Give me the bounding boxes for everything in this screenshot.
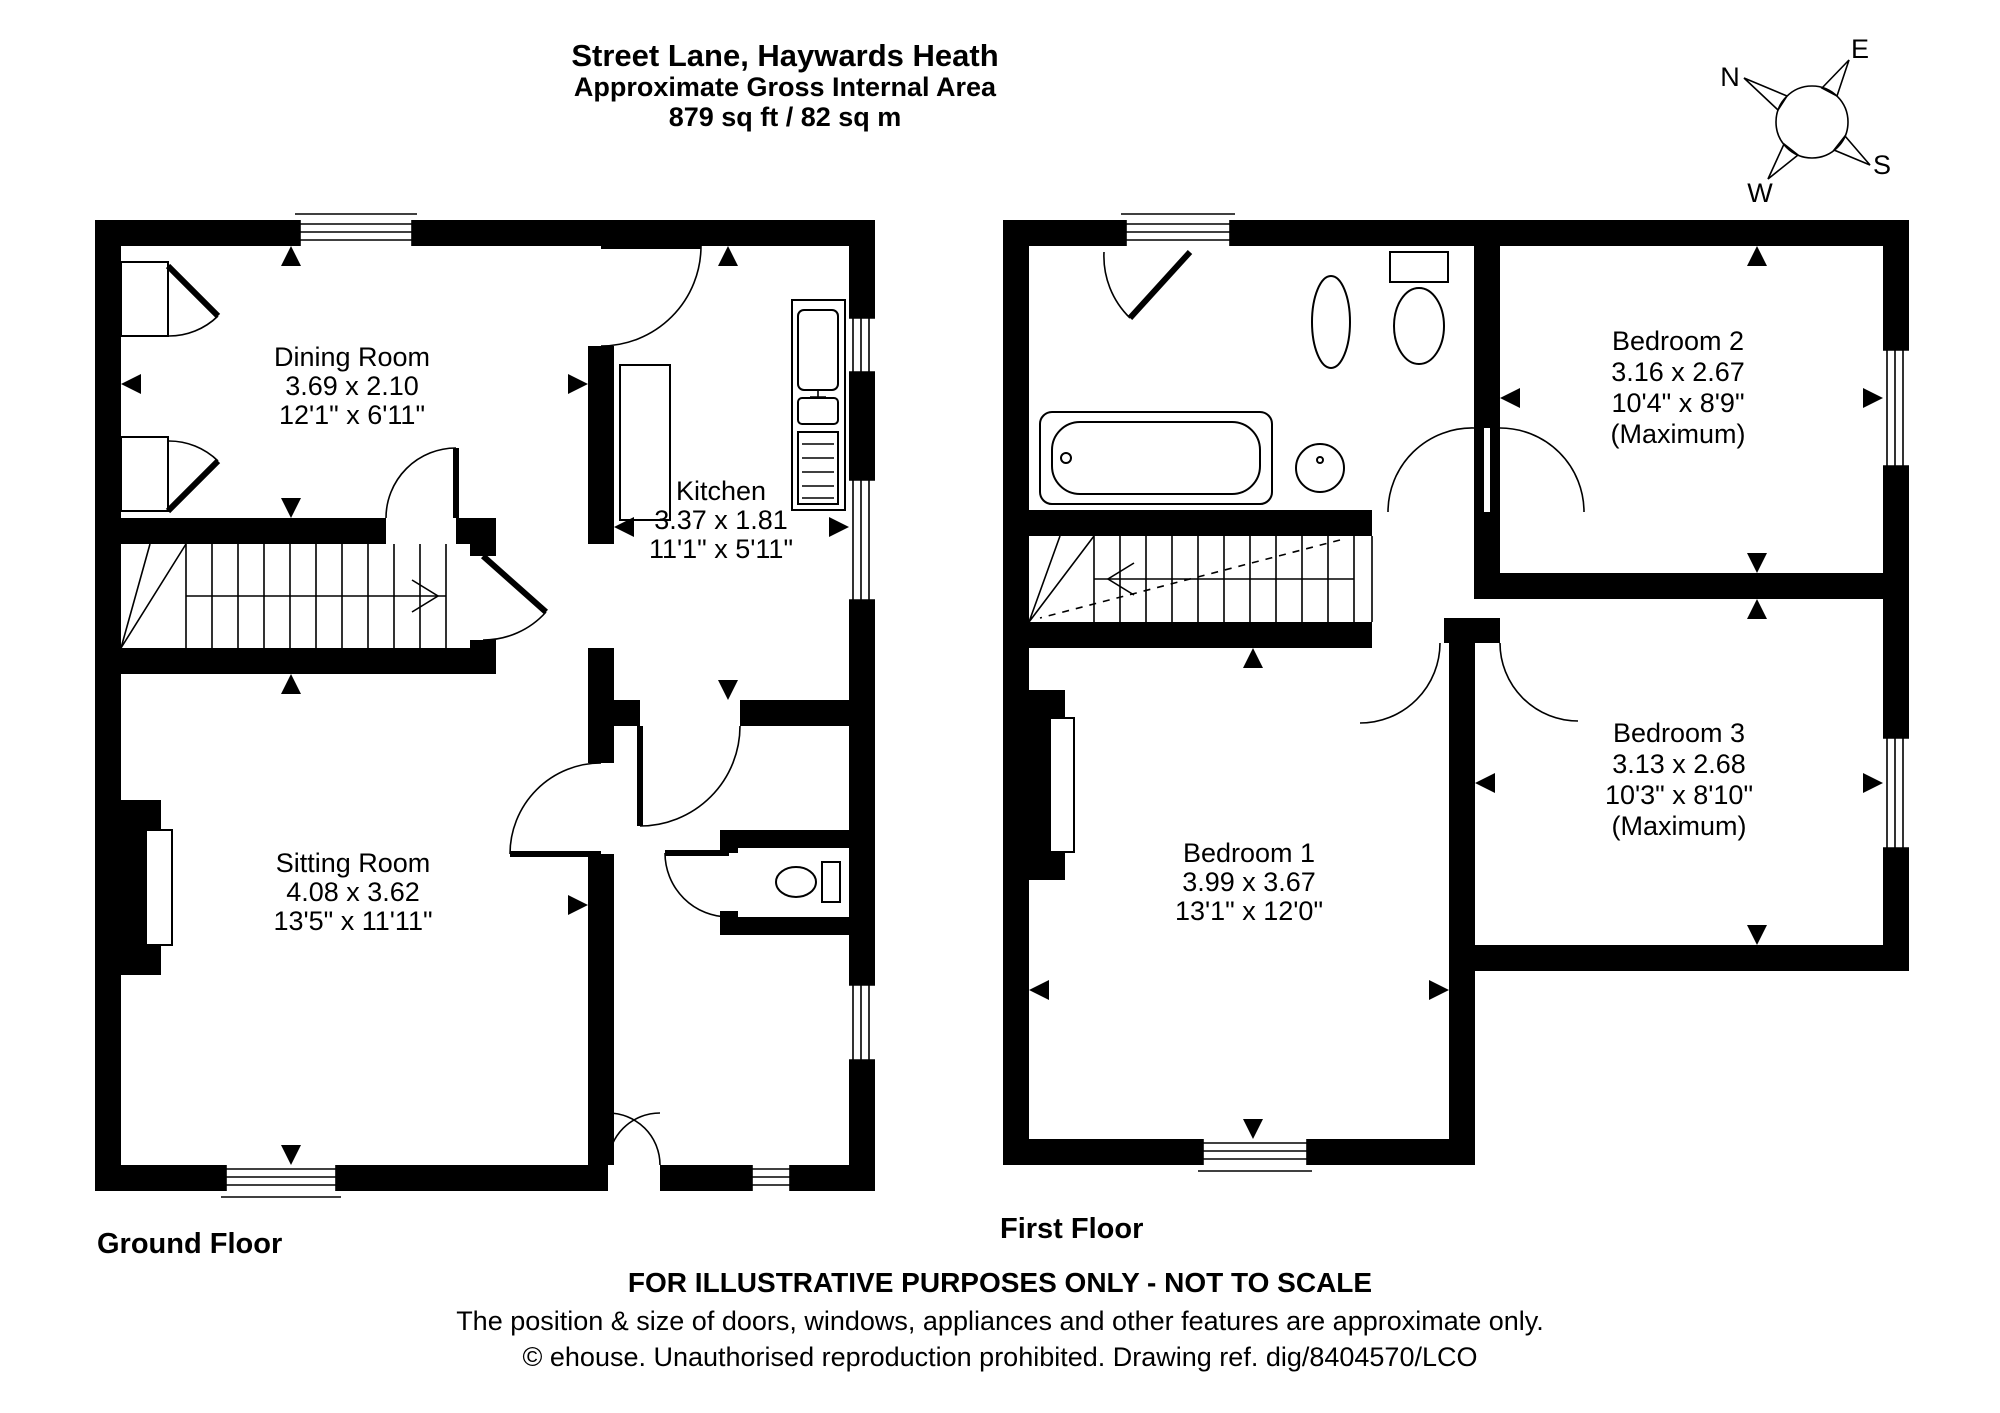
bedroom3-note: (Maximum) xyxy=(1612,811,1747,841)
first-fixtures xyxy=(1039,251,1463,1130)
first-outer-walls xyxy=(1003,220,1909,1165)
fireplace xyxy=(145,829,173,946)
ground-floor-label: Ground Floor xyxy=(97,1228,282,1260)
ground-windows xyxy=(221,213,875,1198)
dining-cupboard-bottom xyxy=(120,436,169,512)
dining-room-metric: 3.69 x 2.10 xyxy=(285,371,419,401)
compass-north-label: N xyxy=(1720,62,1740,92)
kitchen-sink-unit xyxy=(791,299,846,511)
compass-east-label: E xyxy=(1851,34,1869,64)
ground-doors xyxy=(120,243,741,1166)
kitchen-metric: 3.37 x 1.81 xyxy=(654,505,788,535)
page-title: Street Lane, Haywards Heath xyxy=(571,38,998,73)
header-block: Street Lane, Haywards Heath Approximate … xyxy=(571,38,998,132)
bedroom1-name: Bedroom 1 xyxy=(1183,838,1315,868)
footer-block: FOR ILLUSTRATIVE PURPOSES ONLY - NOT TO … xyxy=(456,1267,1544,1372)
first-internal-walls xyxy=(1003,246,1883,945)
bath xyxy=(1039,411,1273,505)
first-room-labels: Bedroom 1 3.99 x 3.67 13'1" x 12'0" Bedr… xyxy=(1175,326,1753,926)
dining-cupboard-top xyxy=(120,261,169,337)
first-windows xyxy=(1121,213,1909,1172)
ground-internal-walls xyxy=(95,246,849,1165)
ground-openings xyxy=(386,246,740,1191)
page-subtitle: Approximate Gross Internal Area xyxy=(574,72,997,102)
first-doors xyxy=(1103,249,1585,724)
bedroom1-imperial: 13'1" x 12'0" xyxy=(1175,896,1323,926)
bathroom-toilet xyxy=(1389,251,1449,365)
bedroom2-metric: 3.16 x 2.67 xyxy=(1611,357,1745,387)
bedroom1-metric: 3.99 x 3.67 xyxy=(1182,867,1316,897)
first-stairs xyxy=(1028,535,1373,623)
dining-room-imperial: 12'1" x 6'11" xyxy=(279,400,425,430)
bedroom2-imperial: 10'4" x 8'9" xyxy=(1611,388,1744,418)
first-floor-label: First Floor xyxy=(1000,1213,1143,1245)
footer-copyright: © ehouse. Unauthorised reproduction proh… xyxy=(523,1342,1478,1372)
ground-stairs xyxy=(120,543,447,649)
first-floor-plan: Bedroom 1 3.99 x 3.67 13'1" x 12'0" Bedr… xyxy=(1000,213,1909,1245)
compass-rose-icon: N E S W xyxy=(1720,34,1891,208)
bedroom3-name: Bedroom 3 xyxy=(1613,718,1745,748)
bedroom2-name: Bedroom 2 xyxy=(1612,326,1744,356)
footer-approximate-note: The position & size of doors, windows, a… xyxy=(456,1306,1544,1336)
compass-west-label: W xyxy=(1747,178,1773,208)
bedroom3-imperial: 10'3" x 8'10" xyxy=(1605,780,1753,810)
ground-fixtures xyxy=(145,299,846,946)
dining-room-name: Dining Room xyxy=(274,342,430,372)
bathroom-radiator xyxy=(1311,275,1351,369)
bedroom2-note: (Maximum) xyxy=(1611,419,1746,449)
sitting-room-imperial: 13'5" x 11'11" xyxy=(273,906,432,936)
kitchen-name: Kitchen xyxy=(676,476,766,506)
kitchen-imperial: 11'1" x 5'11" xyxy=(649,534,793,564)
ground-dimension-arrows xyxy=(121,246,849,1165)
page-area: 879 sq ft / 82 sq m xyxy=(669,102,902,132)
kitchen-counter xyxy=(619,364,671,521)
footer-disclaimer: FOR ILLUSTRATIVE PURPOSES ONLY - NOT TO … xyxy=(628,1267,1372,1298)
compass-south-label: S xyxy=(1873,150,1891,180)
first-dimension-arrows xyxy=(1029,246,1883,1139)
bedroom1-recess xyxy=(1049,717,1075,853)
ground-room-labels: Dining Room 3.69 x 2.10 12'1" x 6'11" Ki… xyxy=(273,342,793,936)
wc-toilet xyxy=(775,861,841,903)
bedroom3-metric: 3.13 x 2.68 xyxy=(1612,749,1746,779)
bathroom-basin xyxy=(1295,443,1345,493)
sitting-room-metric: 4.08 x 3.62 xyxy=(286,877,420,907)
ground-floor-plan: Dining Room 3.69 x 2.10 12'1" x 6'11" Ki… xyxy=(95,213,875,1260)
sitting-room-name: Sitting Room xyxy=(276,848,431,878)
